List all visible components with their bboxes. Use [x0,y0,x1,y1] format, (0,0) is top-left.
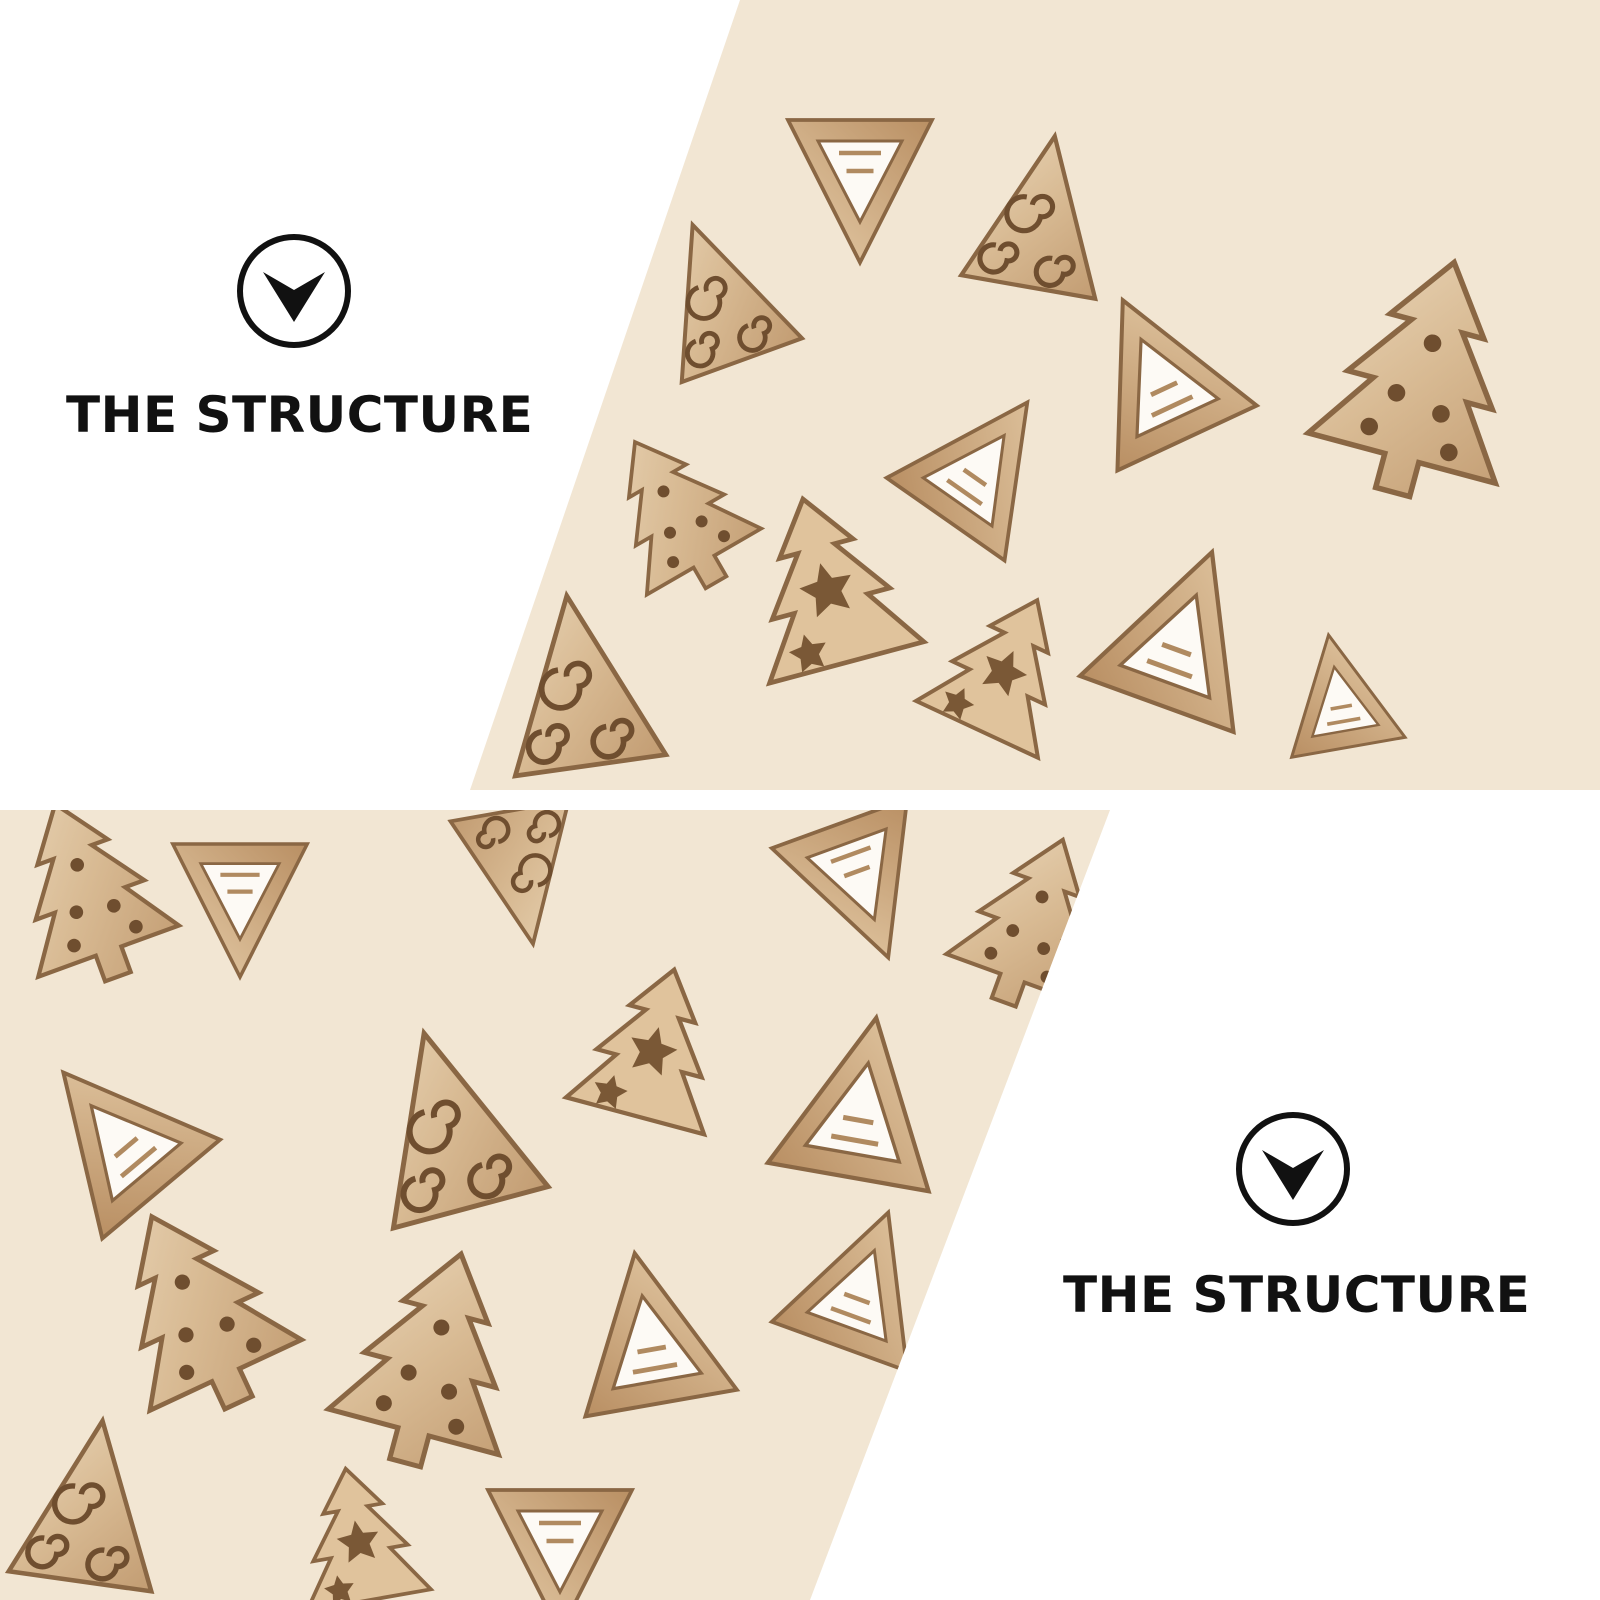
bottom-panel: THE STRUCTURE [0,810,1600,1600]
chevron-down-circle-icon [237,234,351,348]
wooden-cutouts-photo [0,810,1110,1600]
top-panel: THE STRUCTURE [0,0,1600,790]
section-heading: THE STRUCTURE [1063,1266,1531,1324]
section-heading: THE STRUCTURE [66,386,534,444]
chevron-down-circle-icon [1236,1112,1350,1226]
wooden-cutouts-photo [470,0,1600,790]
